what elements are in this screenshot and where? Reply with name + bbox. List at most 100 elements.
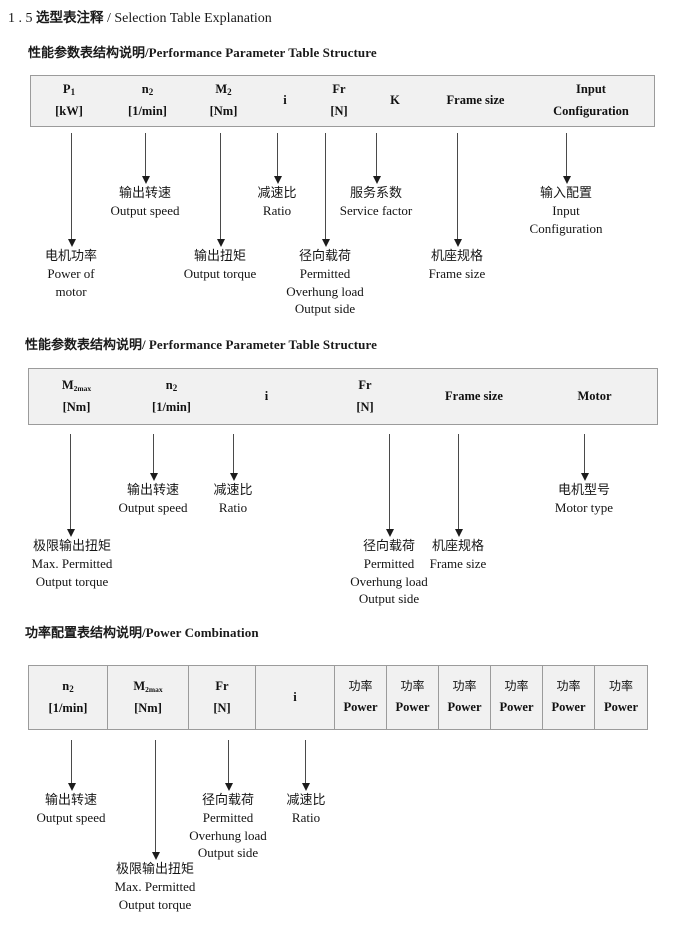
- page-title-number: 1 . 5: [8, 11, 33, 26]
- arrow-to-frame-size: [453, 133, 462, 247]
- table1-col-n2-unit: [1/min]: [128, 104, 167, 118]
- table3-col-power-2-en: Power: [395, 700, 430, 715]
- label-input-configuration-en-2: Configuration: [529, 220, 603, 236]
- table3-col-power-1-en: Power: [343, 700, 378, 715]
- table1-col-fr-unit: [N]: [330, 104, 348, 118]
- label-output-speed-2-en: Output speed: [118, 500, 188, 516]
- table2-col-frame-size: Frame size: [416, 369, 532, 424]
- label-output-speed-3-en: Output speed: [36, 810, 106, 826]
- label-power-of-motor-cn: 电机功率: [44, 249, 97, 264]
- label-output-torque: 输出扭矩 Output torque: [170, 248, 270, 283]
- table3-col-i-symbol: i: [293, 689, 297, 704]
- label-overhung-3-cn: 径向载荷: [201, 793, 254, 808]
- label-output-speed: 输出转速 Output speed: [95, 185, 195, 220]
- section-3-heading-en: Power Combination: [145, 625, 259, 640]
- table2-col-fr: Fr [N]: [314, 369, 416, 424]
- label-service-factor-cn: 服务系数: [349, 186, 402, 201]
- label-input-configuration: 输入配置 Input Configuration: [511, 185, 621, 237]
- label-overhung-2-cn: 径向载荷: [362, 539, 415, 554]
- arrow-to-output-torque: [216, 133, 225, 247]
- table3-col-i: i: [256, 666, 335, 729]
- table3-col-power-3-en: Power: [447, 700, 482, 715]
- section-2-heading: 性能参数表结构说明/ Performance Parameter Table S…: [25, 334, 377, 353]
- arrow-to-output-speed-3: [67, 740, 76, 791]
- table3-col-power-3: 功率 Power: [439, 666, 491, 729]
- table2-col-n2-unit: [1/min]: [152, 399, 191, 414]
- label-power-of-motor: 电机功率 Power of motor: [21, 248, 121, 300]
- table2-col-fr-unit: [N]: [356, 399, 374, 414]
- label-output-speed-3: 输出转速 Output speed: [21, 792, 121, 827]
- arrow-to-motor-type: [580, 434, 589, 481]
- label-overhung-en-2: Overhung load: [286, 283, 364, 299]
- label-max-torque-en-2: Output torque: [35, 573, 109, 589]
- label-ratio-3-cn: 减速比: [286, 793, 326, 808]
- label-overhung-2-en-3: Output side: [358, 590, 420, 606]
- label-power-of-motor-en-2: motor: [55, 283, 87, 299]
- label-service-factor-en: Service factor: [339, 203, 413, 219]
- arrow-to-service-factor: [372, 133, 381, 184]
- label-output-speed-2: 输出转速 Output speed: [103, 482, 203, 517]
- section-2-heading-separator: /: [142, 337, 146, 352]
- section-3-heading-cn: 功率配置表结构说明: [25, 626, 143, 641]
- table3-col-fr-symbol: Fr: [215, 678, 229, 693]
- table3-col-m2max-unit: [Nm]: [134, 700, 162, 715]
- table3-col-power-6-cn: 功率: [608, 679, 633, 694]
- label-overhung-en-1: Permitted: [299, 266, 351, 282]
- table2-col-m2max: M2max [Nm]: [29, 369, 124, 424]
- performance-parameter-table-2: M2max [Nm] n2 [1/min] i Fr [N] Frame siz…: [28, 368, 658, 425]
- arrow-to-ratio-3: [301, 740, 310, 791]
- label-service-factor: 服务系数 Service factor: [321, 185, 431, 220]
- label-overhung-en-3: Output side: [294, 300, 356, 316]
- table3-col-power-5: 功率 Power: [543, 666, 595, 729]
- table2-col-motor: Motor: [532, 369, 657, 424]
- arrow-to-max-permitted-output-torque: [66, 434, 75, 537]
- table1-col-i: i: [259, 76, 311, 126]
- label-input-configuration-cn: 输入配置: [539, 186, 592, 201]
- table3-col-n2-unit: [1/min]: [48, 700, 88, 715]
- arrow-to-frame-size-2: [454, 434, 463, 537]
- label-overhung-3-en-2: Overhung load: [189, 827, 267, 843]
- label-ratio-cn: 减速比: [257, 186, 297, 201]
- label-output-torque-en: Output torque: [183, 266, 257, 282]
- label-motor-type-en: Motor type: [554, 500, 614, 516]
- section-3-heading: 功率配置表结构说明/Power Combination: [25, 622, 259, 641]
- table3-col-power-2-cn: 功率: [400, 679, 425, 694]
- label-ratio-3-en: Ratio: [291, 810, 321, 826]
- label-ratio-3: 减速比 Ratio: [266, 792, 346, 827]
- label-motor-type-cn: 电机型号: [557, 483, 610, 498]
- table1-col-frame-size-label: Frame size: [446, 93, 505, 108]
- label-frame-size-2-en: Frame size: [429, 556, 487, 572]
- label-overhung-2-en-1: Permitted: [363, 556, 415, 572]
- table3-col-power-2: 功率 Power: [387, 666, 439, 729]
- table3-col-power-5-en: Power: [551, 700, 586, 715]
- table2-col-frame-size-label: Frame size: [445, 388, 503, 403]
- table3-col-power-4: 功率 Power: [491, 666, 543, 729]
- table2-col-i-symbol: i: [264, 388, 269, 403]
- table2-col-n2-symbol: n2: [165, 377, 178, 393]
- table3-col-power-5-cn: 功率: [556, 679, 581, 694]
- table1-col-m2-unit: [Nm]: [209, 104, 238, 118]
- arrow-to-permitted-overhung-load-2: [385, 434, 394, 537]
- section-1-heading-en: Performance Parameter Table Structure: [148, 45, 377, 60]
- table2-col-motor-label: Motor: [577, 388, 612, 403]
- arrow-to-ratio-2: [229, 434, 238, 481]
- table1-col-p1-unit: [kW]: [55, 104, 83, 118]
- table3-col-power-6: 功率 Power: [595, 666, 647, 729]
- table1-col-k: K: [367, 76, 423, 126]
- section-1-heading-separator: /: [145, 45, 149, 60]
- page-title-separator: /: [107, 11, 111, 26]
- performance-parameter-table-1: P1 [kW] n2 [1/min] M2 [Nm] i Fr [N] K Fr…: [30, 75, 655, 127]
- label-frame-size-cn: 机座规格: [430, 249, 483, 264]
- table2-col-n2: n2 [1/min]: [124, 369, 219, 424]
- label-permitted-overhung-load: 径向载荷 Permitted Overhung load Output side: [265, 248, 385, 317]
- table3-col-n2: n2 [1/min]: [29, 666, 108, 729]
- arrow-to-power-of-motor: [67, 133, 76, 247]
- label-frame-size-2: 机座规格 Frame size: [408, 538, 508, 573]
- table3-col-power-1-cn: 功率: [348, 679, 373, 694]
- table3-col-power-4-en: Power: [499, 700, 534, 715]
- arrow-to-input-configuration: [562, 133, 571, 184]
- label-output-speed-en: Output speed: [110, 203, 180, 219]
- page-title-en: Selection Table Explanation: [114, 11, 272, 26]
- table3-col-power-4-cn: 功率: [504, 679, 529, 694]
